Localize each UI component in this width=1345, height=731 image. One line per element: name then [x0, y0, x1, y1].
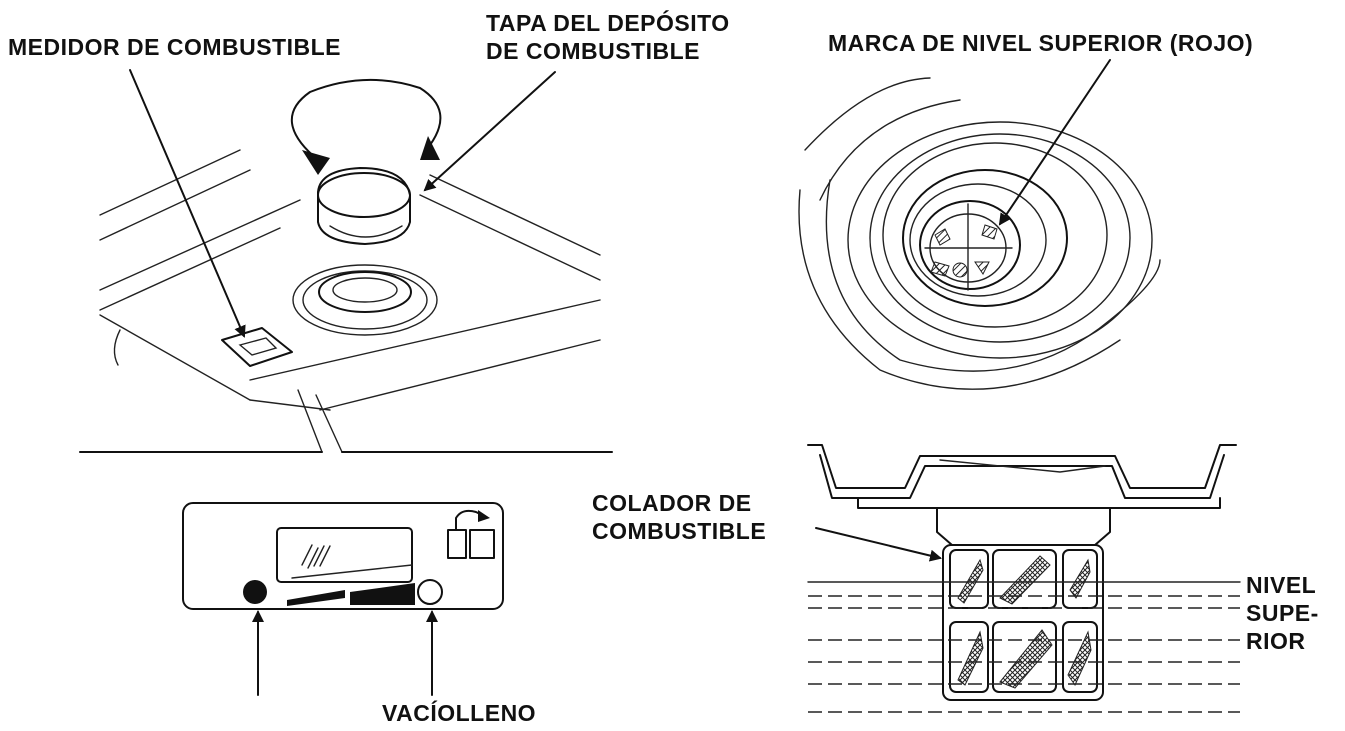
label-fuel-strainer-2: COMBUSTIBLE — [592, 518, 767, 544]
strainer-leader — [815, 527, 942, 562]
fuel-gauge-leader — [129, 69, 246, 338]
cap-leader — [423, 71, 556, 192]
level-mark-leader — [998, 59, 1111, 226]
label-empty-full: VACÍOLLENO — [382, 700, 537, 726]
strainer-cross-section — [807, 444, 1241, 713]
label-upper-level-mark: MARCA DE NIVEL SUPERIOR (ROJO) — [828, 30, 1254, 56]
label-fuel-gauge: MEDIDOR DE COMBUSTIBLE — [8, 34, 341, 60]
label-upper-level-1: NIVEL — [1246, 572, 1317, 598]
fuel-gauge-closeup — [182, 502, 504, 610]
label-fuel-strainer-1: COLADOR DE — [592, 490, 752, 516]
label-fuel-tank-cap-1: TAPA DEL DEPÓSITO — [486, 10, 730, 36]
label-upper-level-3: RIOR — [1246, 628, 1306, 654]
tank-top-view — [79, 78, 613, 453]
filler-neck-view — [798, 77, 1161, 390]
label-fuel-tank-cap-2: DE COMBUSTIBLE — [486, 38, 700, 64]
label-upper-level-2: SUPE- — [1246, 600, 1319, 626]
